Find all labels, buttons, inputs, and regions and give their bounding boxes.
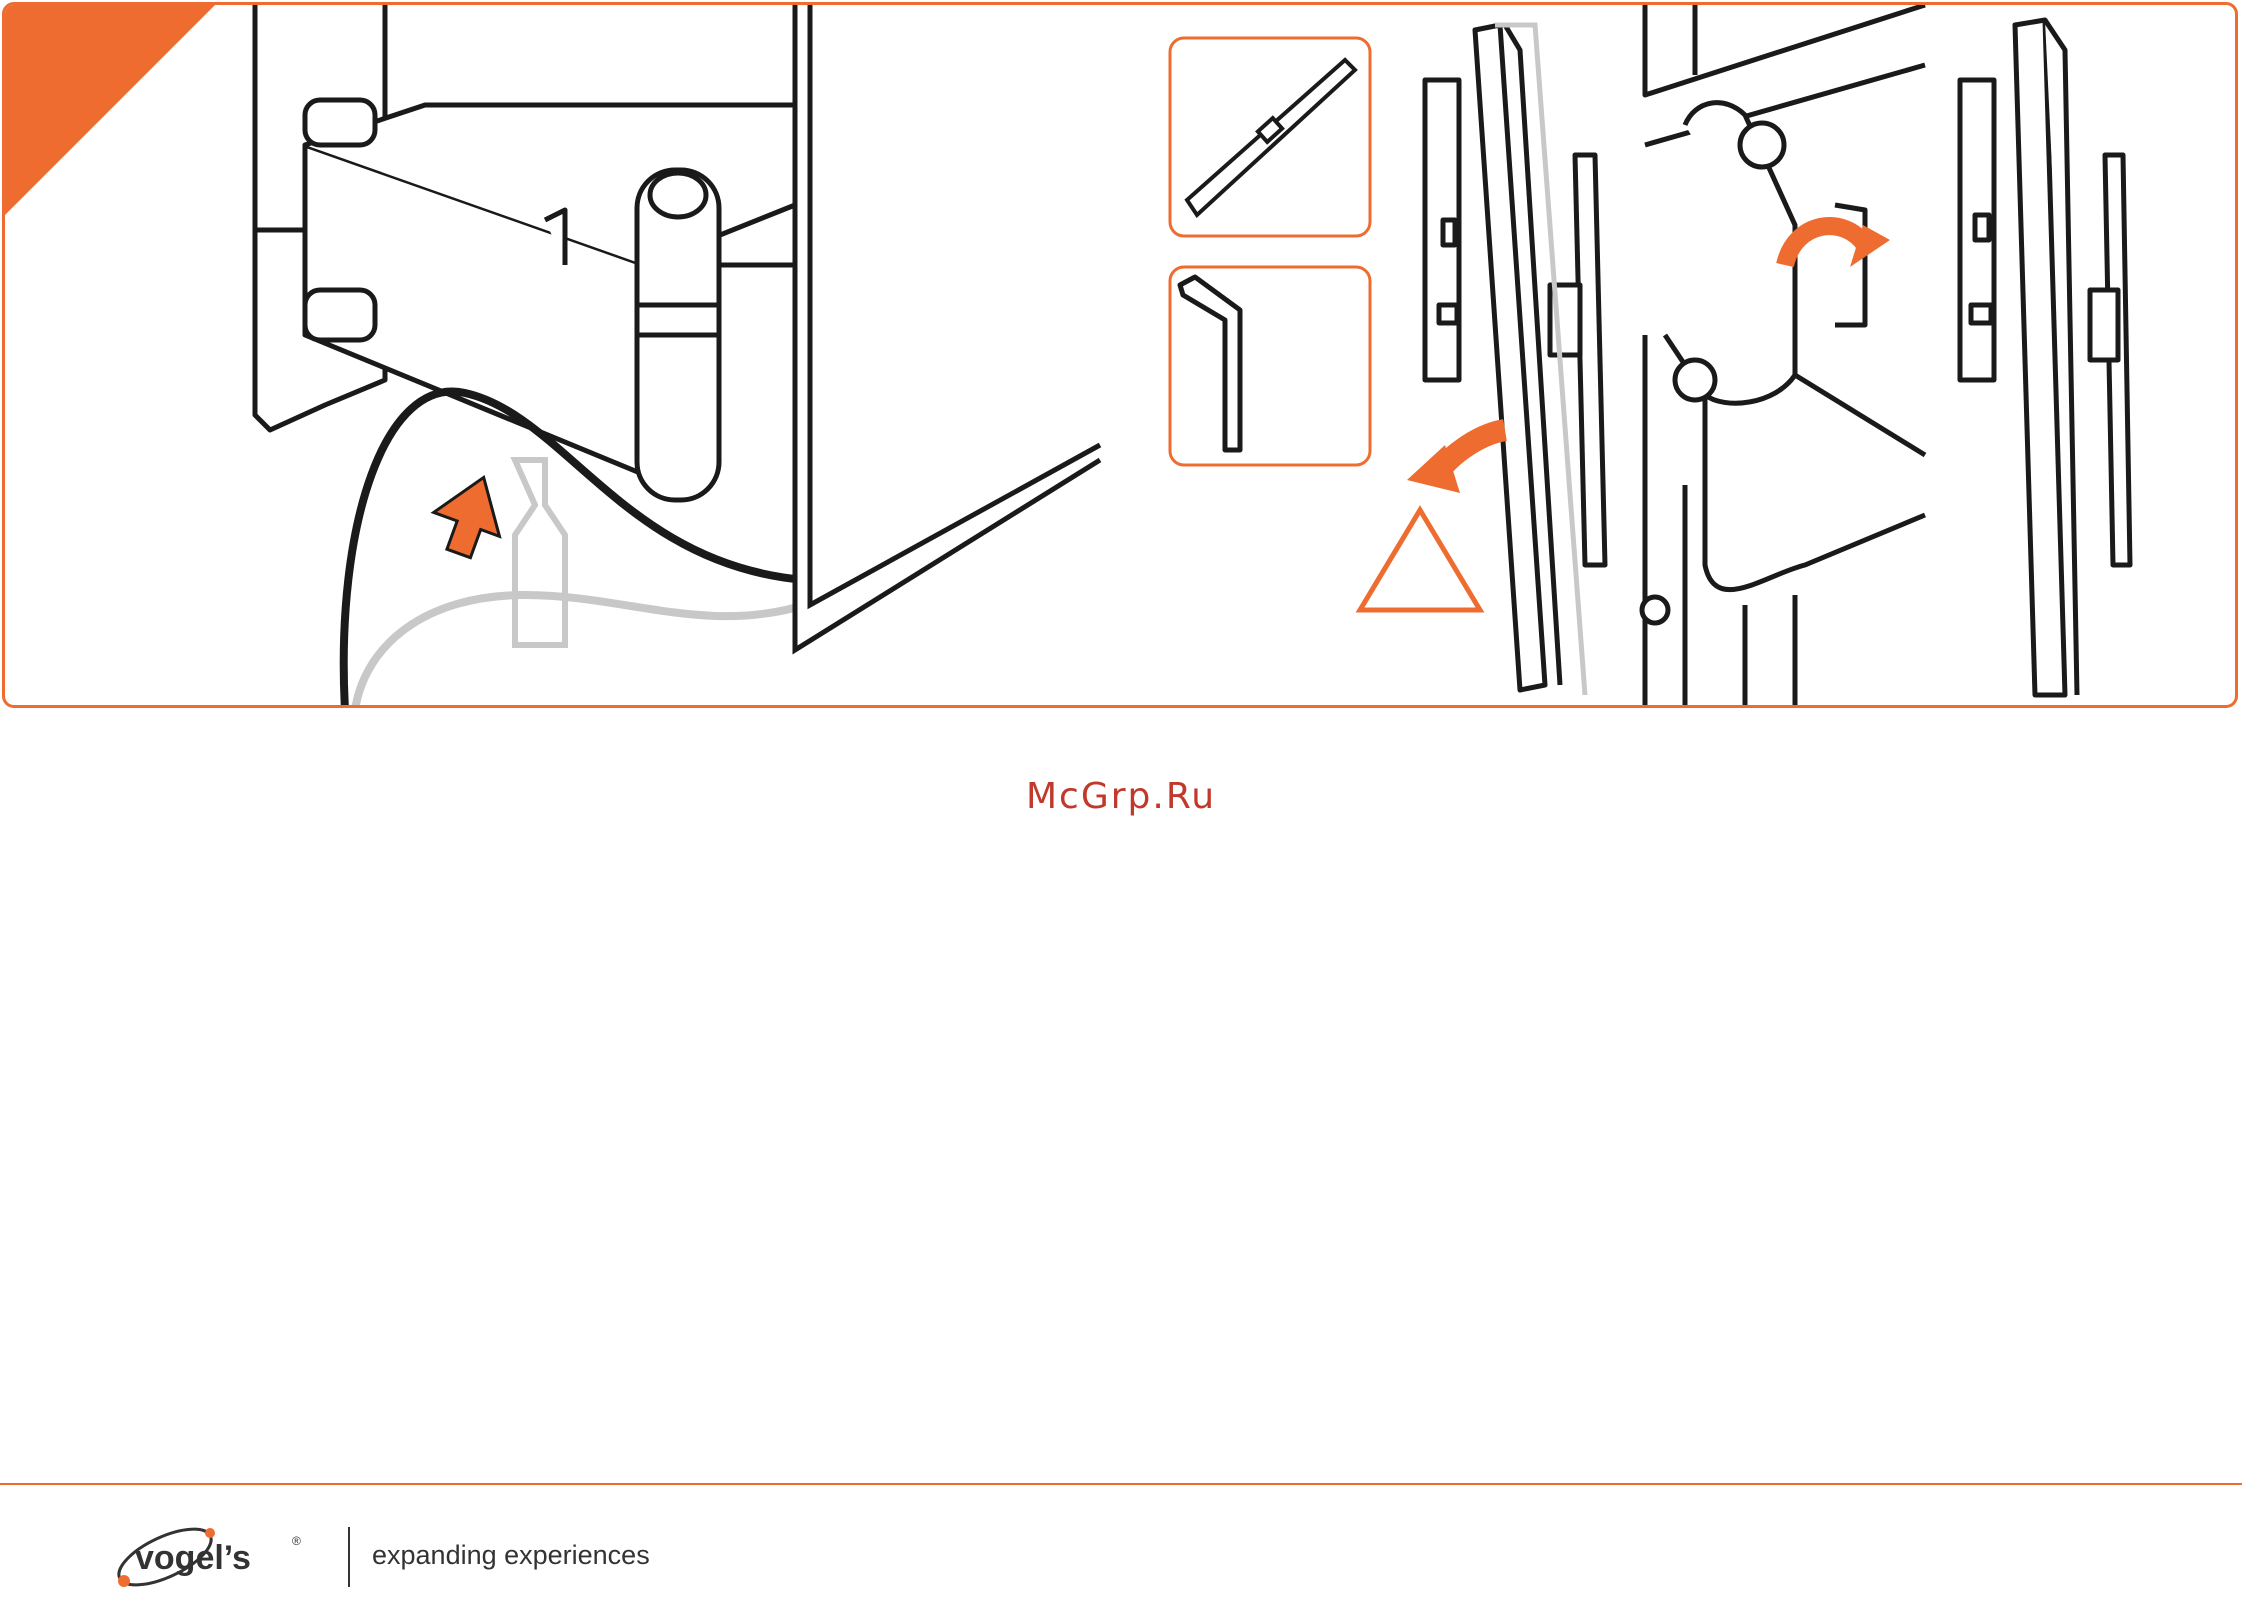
up-arrow-icon [423, 465, 516, 564]
corner-tab [5, 5, 215, 215]
tv-screen [795, 5, 1100, 650]
vogels-logo-mark: vogel’s ® [110, 1515, 330, 1595]
logo-wordmark: vogel’s [135, 1539, 251, 1577]
tagline: expanding experiences [372, 1540, 650, 1571]
tilt-arrow-icon [1407, 430, 1505, 493]
cable-grey [355, 595, 805, 708]
logo-divider [348, 1527, 350, 1587]
logo-registered-mark: ® [292, 1534, 301, 1548]
footer-rule [0, 1483, 2242, 1485]
watermark-text: McGrp.Ru [0, 776, 2242, 817]
instruction-illustration [5, 5, 2238, 708]
warning-triangle-icon [1360, 510, 1480, 610]
final-scene [1960, 20, 2130, 695]
knob-scene [1642, 5, 1925, 708]
instruction-panel [2, 2, 2238, 708]
cable-clip [515, 460, 565, 645]
vogels-logo: vogel’s ® [110, 1515, 330, 1595]
